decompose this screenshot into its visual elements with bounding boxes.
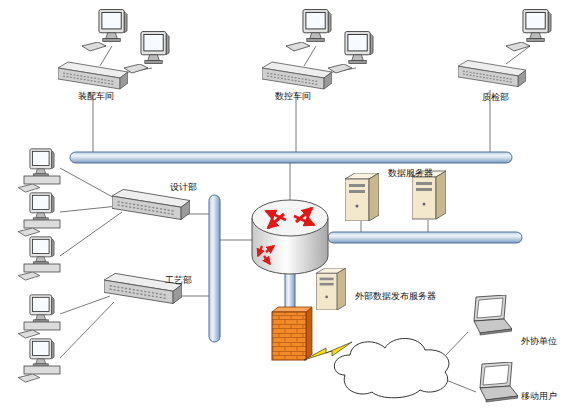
router-symbol (252, 200, 328, 274)
server-symbol (412, 171, 446, 219)
node-label: 设计部 (170, 182, 197, 193)
backbone-bus (70, 152, 512, 163)
wires (60, 46, 530, 392)
switch-symbol (58, 62, 128, 89)
network-node: 工艺部 (100, 268, 194, 310)
firewall-symbol (272, 307, 312, 360)
node-label: 外协单位 (521, 336, 557, 347)
internet-cloud (334, 338, 449, 397)
laptop-symbol (480, 362, 518, 402)
network-node: 质检部 (455, 54, 550, 105)
desktop-pc (18, 237, 60, 280)
network-node: 装配车间 (55, 56, 177, 106)
keyboard (286, 42, 310, 51)
network-node: 移动用户 (462, 358, 567, 408)
monitor (345, 32, 373, 64)
server-symbol (345, 173, 379, 221)
node-label: 数据服务器 (388, 168, 433, 179)
network-node: 数控车间 (258, 56, 380, 106)
department-bus (209, 195, 220, 342)
monitor (141, 32, 169, 64)
server-symbol (316, 268, 346, 310)
network-node: 外协单位 (455, 292, 565, 349)
node-label: 外部数据发布服务器 (355, 291, 436, 302)
node-label: 质检部 (482, 92, 509, 103)
keyboard (506, 42, 530, 51)
desktop-pc (18, 339, 60, 382)
desktop-pcs (18, 149, 60, 382)
switch-symbol (458, 60, 526, 86)
node-label: 装配车间 (78, 91, 114, 102)
keyboard (82, 42, 106, 51)
switch-symbol (262, 62, 332, 89)
desktop-pc (18, 295, 60, 338)
server-bus (328, 232, 522, 243)
laptop-symbol (474, 295, 512, 335)
desktop-pc (18, 193, 60, 236)
network-node: 数据服务器 (340, 166, 455, 226)
monitor (99, 10, 127, 42)
network-node: 外部数据发布服务器 (314, 266, 459, 312)
switch-symbol (112, 189, 190, 219)
desktop-pc (18, 149, 60, 192)
monitor (523, 10, 551, 42)
monitor (303, 10, 331, 42)
node-label: 移动用户 (521, 391, 557, 402)
node-label: 工艺部 (165, 275, 192, 286)
node-label: 数控车间 (275, 91, 311, 102)
network-node: 设计部 (110, 180, 199, 226)
